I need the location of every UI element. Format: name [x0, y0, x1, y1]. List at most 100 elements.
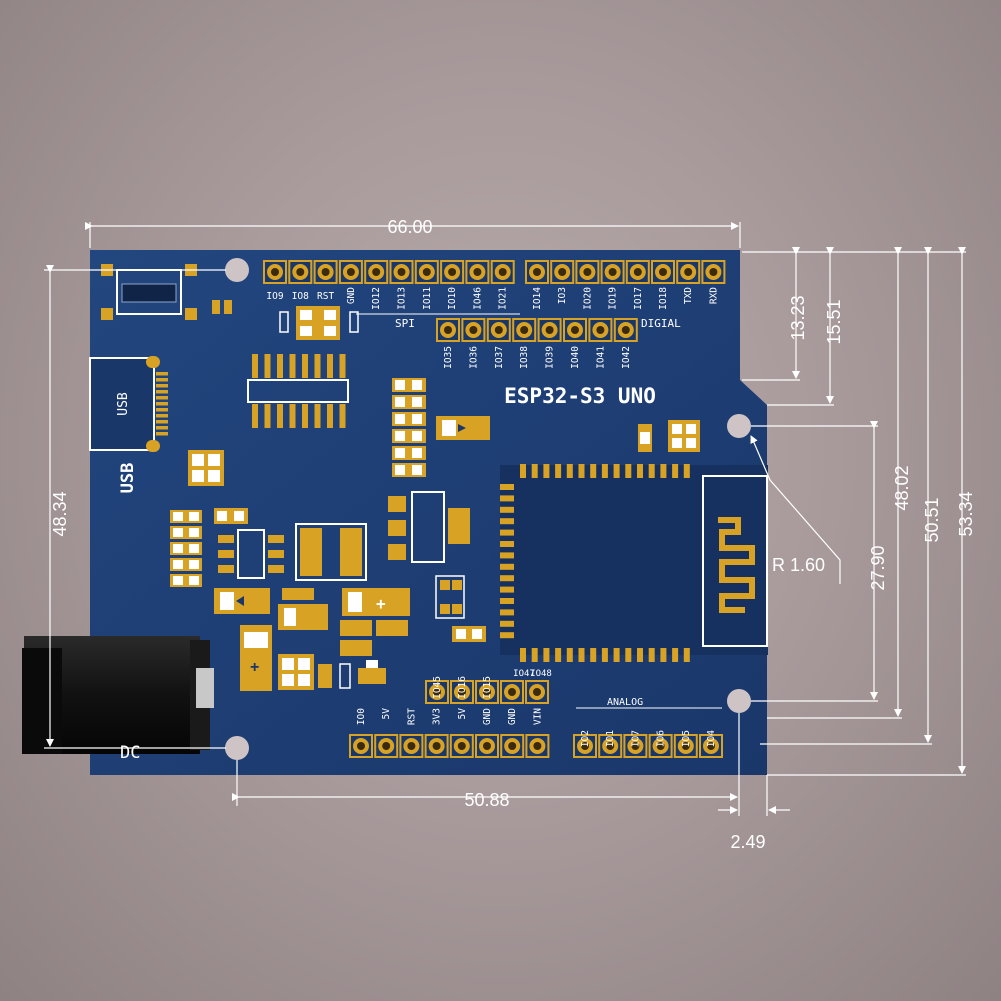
- header-pin: [623, 734, 648, 758]
- resistor-pad: [189, 560, 199, 569]
- spi-label: SPI: [395, 317, 415, 330]
- pin-label: IO40: [570, 346, 581, 369]
- dim-radius: R 1.60: [772, 555, 825, 575]
- resistor-pad: [189, 544, 199, 553]
- pin-label: TXD: [683, 287, 694, 304]
- pin-label: IO1: [605, 730, 616, 747]
- header-pin: [465, 260, 490, 284]
- resistor-pad: [412, 448, 422, 458]
- pin-label: IO17: [633, 287, 644, 310]
- pin-label: IO41: [595, 346, 606, 369]
- header-pin: [598, 734, 623, 758]
- pin-label: 5V: [457, 708, 468, 720]
- dimension-lines: [44, 222, 966, 816]
- header-pin: [486, 318, 511, 342]
- module-pad: [500, 575, 514, 582]
- module-pad: [500, 518, 514, 525]
- module-pad: [500, 495, 514, 502]
- module-pad: [543, 648, 550, 662]
- ic-pin: [327, 404, 333, 428]
- header-pin: [625, 260, 650, 284]
- pin-label: IO5: [681, 730, 692, 747]
- usb-pad: [156, 378, 168, 382]
- pin-label: IO16: [457, 676, 468, 699]
- module-pad: [500, 632, 514, 639]
- header-pin: [500, 734, 525, 758]
- module-pad: [613, 648, 620, 662]
- module-pad: [566, 464, 573, 478]
- pin-label: IO4: [706, 730, 717, 747]
- header-pin: [575, 260, 600, 284]
- module-pad: [500, 563, 514, 570]
- pin-label: IO19: [608, 287, 619, 310]
- pin-label: IO21: [498, 287, 509, 310]
- module-pad: [555, 464, 562, 478]
- resistor-pad: [395, 380, 405, 390]
- module-pad: [520, 464, 526, 478]
- pin-label: IO46: [472, 287, 483, 310]
- ic-pin: [289, 354, 296, 378]
- header-pin: [389, 260, 414, 284]
- pin-label: GND: [346, 287, 357, 304]
- module-pad: [543, 464, 550, 478]
- module-pad: [625, 464, 632, 478]
- header-pin: [673, 734, 698, 758]
- svg-text:+: +: [250, 659, 259, 676]
- resistor-pad: [412, 465, 422, 475]
- ic-pin: [252, 354, 258, 378]
- dim-bottom-offset: 2.49: [730, 832, 765, 852]
- header-pin: [461, 318, 486, 342]
- ic-body: [247, 379, 349, 403]
- header-pin: [525, 680, 549, 704]
- resistor-pad: [189, 512, 199, 521]
- pin-label: IO38: [519, 346, 530, 369]
- components: + +: [170, 306, 700, 691]
- header-pin: [676, 260, 701, 284]
- resistor-pad: [395, 448, 405, 458]
- pin-label: GND: [482, 708, 493, 725]
- header-pin: [288, 260, 313, 284]
- mounting-hole-right-lower: [727, 689, 751, 713]
- header-pin: [525, 734, 550, 758]
- module-pad: [683, 464, 690, 478]
- header-pin: [475, 680, 499, 704]
- usb-pad: [156, 420, 168, 424]
- module-pad: [648, 464, 655, 478]
- module-pad: [601, 464, 608, 478]
- header-pin: [414, 260, 439, 284]
- mounting-hole-right-upper: [727, 414, 751, 438]
- pin-label: IO13: [397, 287, 408, 310]
- header-pin: [364, 260, 389, 284]
- usb-connector-label: USB: [116, 392, 131, 416]
- pin-label: IO39: [545, 346, 556, 369]
- header-pin: [613, 318, 638, 342]
- pin-label: IO18: [658, 287, 669, 310]
- header-pin: [374, 734, 399, 758]
- header-pin: [349, 734, 373, 758]
- header-pin: [500, 680, 524, 704]
- usb-pad: [156, 372, 168, 376]
- pin-label: RXD: [708, 287, 719, 304]
- module-pad: [578, 464, 585, 478]
- pin-label: GND: [507, 708, 518, 725]
- header-pin: [651, 260, 675, 284]
- pin-label: RST: [406, 708, 417, 725]
- pin-label: IO10: [447, 287, 458, 310]
- svg-text:+: +: [376, 594, 386, 613]
- header-pin: [573, 734, 597, 758]
- header-pin: [525, 260, 549, 284]
- header-pin: [313, 260, 338, 284]
- dim-left-height: 48.34: [50, 491, 70, 536]
- header-pin: [436, 318, 460, 342]
- ic-pin: [277, 404, 283, 428]
- resistor-pad: [173, 576, 183, 585]
- resistor-pad: [395, 431, 405, 441]
- usb-pad: [156, 426, 168, 430]
- module-pad: [601, 648, 608, 662]
- module-pad: [500, 552, 514, 559]
- header-pin: [449, 734, 474, 758]
- analog-label: ANALOG: [607, 697, 643, 708]
- pin-label: IO6: [656, 730, 667, 747]
- module-pad: [625, 648, 632, 662]
